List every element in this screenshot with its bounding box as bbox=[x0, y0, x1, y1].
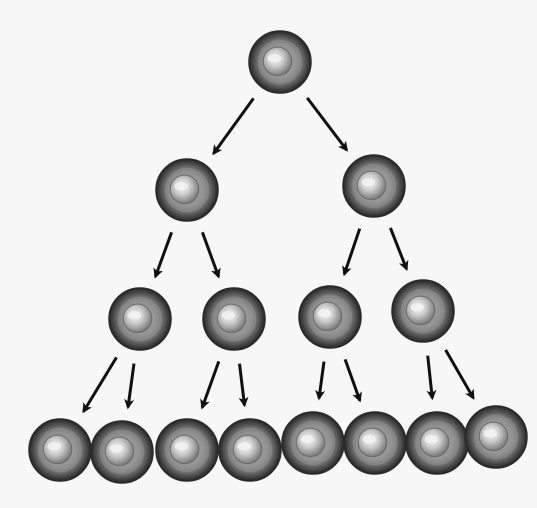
cell-gen2-1 bbox=[202, 287, 266, 351]
cell-gen3-7 bbox=[464, 405, 528, 469]
cell-highlight bbox=[174, 441, 189, 451]
cell-gen2-2 bbox=[298, 285, 362, 349]
division-arrow-1-0-0 bbox=[153, 231, 174, 279]
cell-gen3-1 bbox=[90, 420, 154, 484]
cells-layer bbox=[28, 30, 528, 484]
cell-highlight bbox=[410, 302, 425, 312]
division-arrow-2-1-0 bbox=[200, 360, 221, 410]
division-arrow-2-0-0 bbox=[82, 356, 118, 414]
division-arrow-0-0-1 bbox=[306, 96, 349, 152]
cell-highlight bbox=[483, 428, 498, 438]
cell-highlight bbox=[267, 53, 282, 63]
cell-highlight bbox=[317, 308, 332, 318]
cell-gen1-0 bbox=[155, 158, 219, 222]
division-arrow-1-1-0 bbox=[342, 228, 362, 277]
division-arrow-2-0-1 bbox=[124, 363, 136, 410]
division-arrow-2-3-1 bbox=[444, 349, 475, 400]
division-arrow-1-1-1 bbox=[389, 227, 409, 271]
cell-gen2-0 bbox=[108, 287, 172, 351]
cell-gen0-0 bbox=[248, 30, 312, 94]
division-arrow-2-1-1 bbox=[238, 363, 249, 408]
cell-highlight bbox=[221, 310, 236, 320]
cell-gen3-6 bbox=[405, 411, 469, 475]
arrows-layer bbox=[82, 96, 475, 414]
cell-gen3-2 bbox=[155, 418, 219, 482]
cell-highlight bbox=[174, 181, 189, 191]
cell-highlight bbox=[109, 443, 124, 453]
division-arrow-1-0-1 bbox=[200, 231, 221, 279]
cell-gen1-1 bbox=[342, 154, 406, 218]
cell-highlight bbox=[47, 441, 62, 451]
cell-highlight bbox=[127, 310, 142, 320]
division-arrow-2-3-0 bbox=[426, 355, 437, 401]
cell-highlight bbox=[300, 434, 315, 444]
cell-highlight bbox=[237, 441, 252, 451]
division-arrow-2-2-0 bbox=[315, 361, 326, 401]
cell-highlight bbox=[424, 434, 439, 444]
cell-gen3-5 bbox=[343, 411, 407, 475]
cell-highlight bbox=[361, 177, 376, 187]
cell-gen3-4 bbox=[281, 411, 345, 475]
cell-highlight bbox=[362, 434, 377, 444]
cell-gen3-0 bbox=[28, 418, 92, 482]
division-arrow-2-2-1 bbox=[343, 358, 362, 403]
cell-gen3-3 bbox=[218, 418, 282, 482]
cell-gen2-3 bbox=[391, 279, 455, 343]
division-arrow-0-0-0 bbox=[212, 97, 255, 156]
